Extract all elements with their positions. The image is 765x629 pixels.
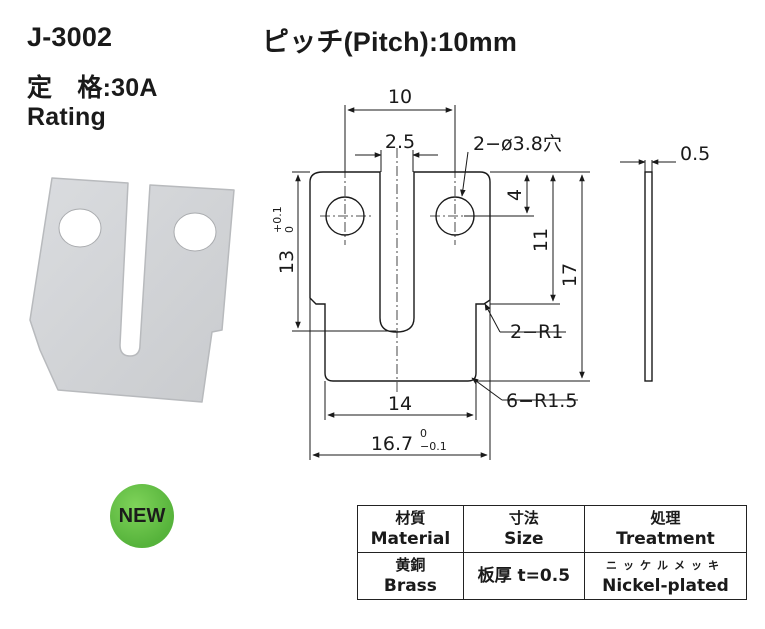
treatment-value-jp: ニッケルメッキ — [605, 559, 725, 572]
size-header-jp: 寸法 — [508, 509, 539, 527]
part-number: J-3002 — [27, 22, 113, 52]
dim-top-width: 10 — [388, 86, 412, 108]
spec-value-row: 黄銅 Brass 板厚 t=0.5 ニッケルメッキ Nickel-plated — [357, 552, 748, 600]
dim-16-7-tol-lower: −0.1 — [420, 440, 447, 453]
part-outline — [309, 171, 491, 382]
spec-table: 材質 Material 寸法 Size 処理 Treatment 黄銅 Bras… — [357, 505, 748, 600]
dim-13-tol-lower: 0 — [283, 226, 296, 233]
spec-material-cell: 黄銅 Brass — [357, 552, 464, 600]
part-illustration — [29, 177, 235, 403]
side-view — [644, 171, 653, 382]
dim-hole-offset: 4 — [504, 189, 526, 201]
dim-14: 14 — [388, 393, 412, 415]
pitch-label: ピッチ(Pitch):10mm — [262, 27, 518, 57]
material-value-en: Brass — [383, 576, 437, 596]
rating-label-jp: 定 格:30A — [27, 74, 158, 102]
dim-16-7: 16.7 — [371, 433, 413, 455]
center-lines — [320, 148, 482, 395]
spec-treatment-cell: ニッケルメッキ Nickel-plated — [583, 552, 748, 600]
spec-header-row: 材質 Material 寸法 Size 処理 Treatment — [357, 505, 748, 553]
dim-r1: 2−R1 — [510, 321, 563, 343]
dim-13: 13 — [276, 250, 298, 274]
dimension-labels: 10 2.5 2−ø3.8穴 4 11 17 13 +0.1 0 2−R1 6−… — [271, 86, 710, 455]
treatment-header-en: Treatment — [616, 529, 715, 549]
material-header-en: Material — [370, 529, 451, 549]
treatment-header-jp: 処理 — [650, 509, 681, 527]
dim-16-7-tol-upper: 0 — [420, 427, 427, 440]
new-badge: NEW — [110, 484, 174, 548]
spec-size-cell: 板厚 t=0.5 — [462, 552, 585, 600]
dim-11: 11 — [530, 228, 552, 252]
material-value-jp: 黄銅 — [395, 556, 426, 574]
rating-label-en: Rating — [27, 103, 106, 131]
dim-r15: 6−R1.5 — [506, 390, 577, 412]
dim-thickness: 0.5 — [680, 143, 710, 165]
spec-header-size: 寸法 Size — [462, 505, 585, 553]
size-header-en: Size — [504, 529, 544, 549]
dim-hole: 2−ø3.8穴 — [473, 133, 562, 155]
spec-header-material: 材質 Material — [357, 505, 464, 553]
material-header-jp: 材質 — [395, 509, 426, 527]
spec-header-treatment: 処理 Treatment — [583, 505, 748, 553]
size-value: 板厚 t=0.5 — [477, 565, 571, 586]
dim-slot-width: 2.5 — [385, 131, 415, 153]
dim-17: 17 — [559, 263, 581, 287]
dim-13-tol-upper: +0.1 — [271, 206, 284, 233]
dimension-lines — [292, 105, 676, 460]
treatment-value-en: Nickel-plated — [602, 576, 729, 596]
